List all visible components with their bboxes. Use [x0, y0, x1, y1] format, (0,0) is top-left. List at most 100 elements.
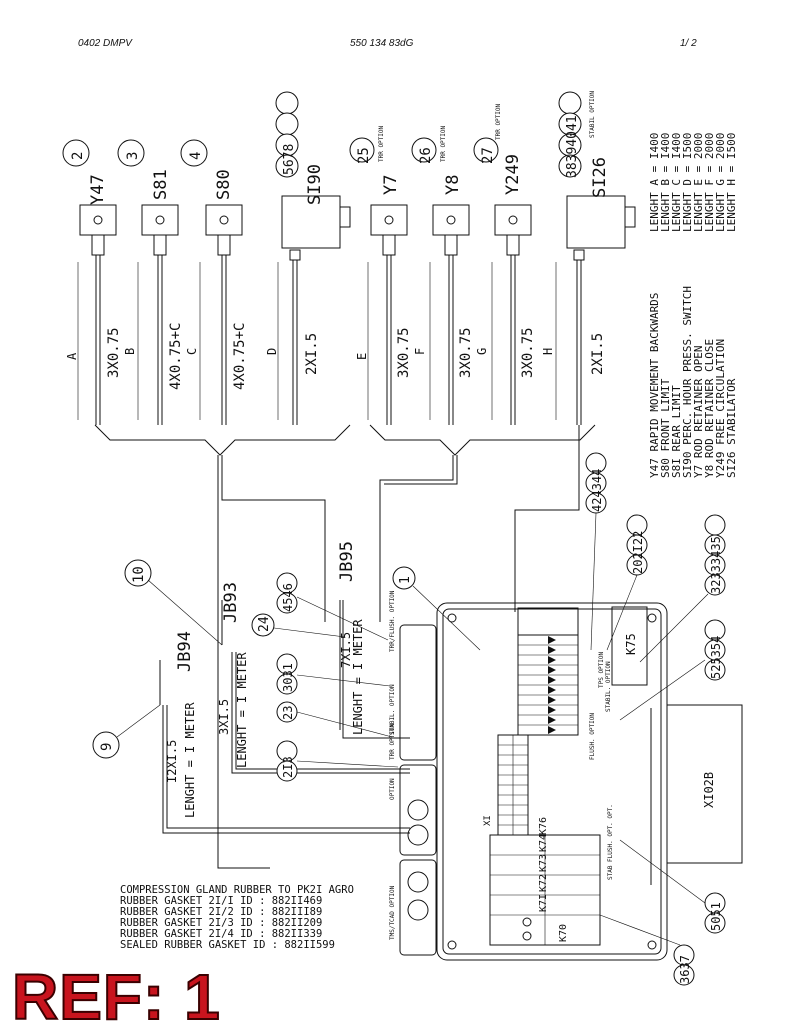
misc-balloons: 24 4546 3031 23 2I3 1 424344 202I22: [251, 452, 726, 986]
length-letter-e: E: [355, 353, 369, 360]
si26-label: SI26: [590, 157, 610, 198]
y7-label: Y7: [381, 175, 401, 195]
component-y249: 27 TRR OPTION Y249 3X0.75 H: [473, 103, 557, 425]
svg-text:LENGHT F = 2000: LENGHT F = 2000: [703, 133, 716, 232]
component-s81: 3 S81 4X0.75+C C: [117, 139, 201, 425]
relay-k74: K74: [538, 834, 549, 852]
legend: Y47 RAPID MOVEMENT BACKWARDS S80 FRONT L…: [648, 286, 738, 478]
svg-text:RUBBER GASKET 2I/I ID : 882II4: RUBBER GASKET 2I/I ID : 882II469: [120, 895, 322, 907]
y8-label: Y8: [443, 175, 463, 195]
component-y47: 2 Y47 A 3X0.75 B: [62, 139, 139, 425]
jb95: JB95 7XI.5 LENGHT = I METER: [337, 541, 410, 739]
balloon-4: 4: [188, 152, 204, 160]
component-y7: 25 TRR OPTION Y7 E 3X0.75 F: [349, 125, 427, 425]
gasket-notes: COMPRESSION GLAND RUBBER TO PK2I AGRO RU…: [120, 884, 354, 951]
header-right: 1/ 2: [680, 38, 697, 49]
y47-label: Y47: [88, 174, 108, 205]
balloon-24: 24: [257, 616, 272, 632]
svg-text:RUBBER GASKET 2I/3 ID : 882II2: RUBBER GASKET 2I/3 ID : 882II209: [120, 917, 322, 929]
jb95-length: LENGHT = I METER: [351, 619, 365, 735]
relay-k73: K73: [538, 854, 549, 872]
svg-text:RUBBER GASKET 2I/2 ID : 882III: RUBBER GASKET 2I/2 ID : 882III89: [120, 906, 322, 918]
svg-text:SI26 STABILATOR: SI26 STABILATOR: [725, 378, 738, 478]
svg-text:Y7 ROD RETAINER OPEN: Y7 ROD RETAINER OPEN: [692, 346, 705, 478]
balloon-38394041: 38394041: [565, 115, 580, 178]
svg-text:LENGHT D = I500: LENGHT D = I500: [681, 133, 694, 232]
length-letter-c: C: [185, 348, 199, 355]
svg-text:Y47 RAPID MOVEMENT BACKWARDS: Y47 RAPID MOVEMENT BACKWARDS: [648, 293, 661, 478]
balloon-5678: 5678: [282, 144, 297, 175]
relay-k72: K72: [538, 874, 549, 892]
balloon-5051: 5051: [709, 902, 723, 931]
jb94: 9 JB94 I2XI.5 LENGHT = I METER: [92, 631, 410, 834]
balloon-525354: 525354: [709, 636, 723, 679]
svg-text:S80 FRONT LIMIT: S80 FRONT LIMIT: [659, 378, 672, 478]
trr-option: TRR OPTION: [389, 723, 396, 760]
stabil-option: STABIL. OPTION: [389, 684, 396, 735]
xi-label: XI: [483, 815, 493, 826]
header-center: 550 134 83dG: [350, 38, 414, 49]
electrical-box: XI02B: [436, 602, 743, 961]
length-letter-b: B: [123, 348, 137, 355]
balloon-2i3: 2I3: [281, 756, 295, 778]
component-s80: 4 S80 4X0.75+C: [180, 139, 248, 425]
jb93: 10 JB93 3XI.5 LENGHT = I METER: [124, 559, 410, 774]
trr-flush-option: TRR/FLUSH. OPTION: [389, 590, 396, 652]
svg-text:RUBBER GASKET 2I/4 ID : 882II3: RUBBER GASKET 2I/4 ID : 882II339: [120, 928, 322, 940]
y47-cable: 3X0.75: [106, 327, 122, 378]
svg-text:LENGHT A = I400: LENGHT A = I400: [648, 133, 661, 232]
balloon-1: 1: [398, 576, 413, 584]
cable-braces: [94, 424, 596, 869]
si26-cable: 2XI.5: [590, 333, 606, 375]
balloon-32333435: 32333435: [709, 536, 723, 594]
svg-text:COMPRESSION GLAND RUBBER TO PK: COMPRESSION GLAND RUBBER TO PK2I AGRO: [120, 884, 354, 896]
balloon-4546: 4546: [281, 583, 295, 612]
component-si90: 5678 SI90 D 2XI.5: [265, 91, 351, 425]
balloon-27: 27: [480, 147, 496, 164]
balloon-26: 26: [418, 147, 434, 164]
component-si26: 38394041 STABIL OPTION SI26 2XI.5: [558, 91, 636, 425]
svg-text:S8I REAR LIMIT: S8I REAR LIMIT: [670, 385, 683, 478]
svg-text:Y249 FREE CIRCULATION: Y249 FREE CIRCULATION: [714, 339, 727, 478]
balloon-3: 3: [125, 152, 141, 160]
s81-label: S81: [151, 169, 171, 200]
option-label: OPTION: [389, 778, 396, 800]
header-left: 0402 DMPV: [78, 38, 132, 49]
flush-option: FLUSH. OPTION: [589, 713, 596, 760]
svg-text:LENGHT C = I400: LENGHT C = I400: [670, 133, 683, 232]
y8-cable: 3X0.75: [458, 327, 474, 378]
balloon-3637: 3637: [678, 955, 692, 984]
jb94-label: JB94: [175, 631, 195, 672]
si90-cable: 2XI.5: [304, 333, 320, 375]
y249-option: TRR OPTION: [495, 103, 502, 140]
relay-k71: K7I: [538, 894, 549, 912]
jb94-length: LENGHT = I METER: [183, 702, 197, 818]
jb94-cable: I2XI.5: [165, 740, 179, 783]
length-letter-a: A: [65, 352, 79, 360]
s80-cable: 4X0.75+C: [232, 323, 248, 390]
s80-label: S80: [214, 169, 234, 200]
cable-glands: TRR/FLUSH. OPTION STABIL. OPTION TRR OPT…: [389, 590, 437, 956]
length-list: LENGHT A = I400 LENGHT B = I400 LENGHT C…: [648, 133, 738, 232]
ref-label: REF: 1: [11, 961, 221, 1033]
jb93-length: LENGHT = I METER: [235, 652, 249, 768]
y249-cable: 3X0.75: [520, 327, 536, 378]
balloon-9: 9: [99, 743, 115, 751]
svg-text:LENGHT E = 2000: LENGHT E = 2000: [692, 133, 705, 232]
balloon-2: 2: [70, 152, 86, 160]
svg-text:Y8 ROD RETAINER CLOSE: Y8 ROD RETAINER CLOSE: [703, 339, 716, 478]
s81-cable: 4X0.75+C: [168, 323, 184, 390]
stab-flush-option: STAB FLUSH. OPT. OPT.: [607, 804, 614, 880]
balloon-25: 25: [356, 147, 372, 164]
balloon-23: 23: [281, 706, 295, 720]
length-letter-f: F: [413, 348, 427, 355]
balloon-3031: 3031: [281, 663, 295, 692]
length-letter-g: G: [475, 348, 489, 355]
jb93-cable: 3XI.5: [217, 699, 231, 735]
si26-option: STABIL OPTION: [589, 91, 596, 138]
y249-label: Y249: [503, 154, 523, 195]
relay-k70: K70: [558, 924, 569, 942]
length-letter-d: D: [265, 348, 279, 355]
y7-cable: 3X0.75: [396, 327, 412, 378]
